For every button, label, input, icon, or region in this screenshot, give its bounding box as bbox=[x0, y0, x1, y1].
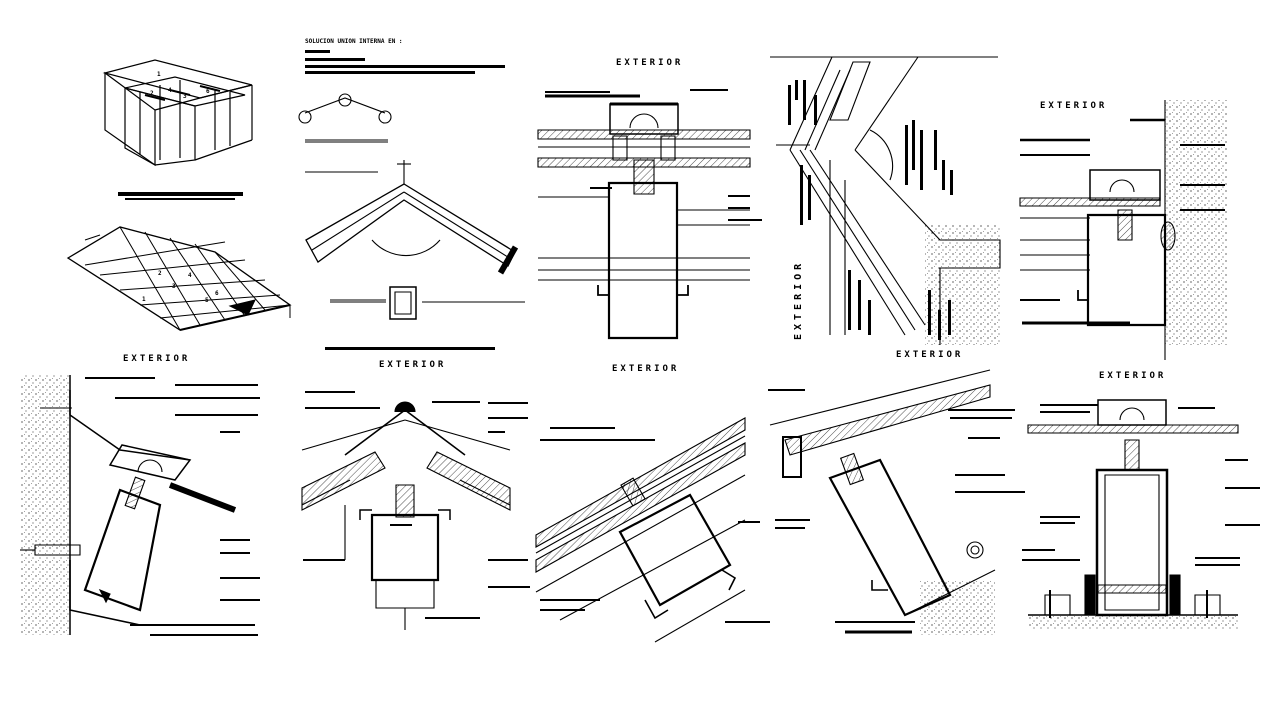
iso-number-2: 2 bbox=[150, 90, 154, 97]
exterior-label-ridge: EXTERIOR bbox=[379, 360, 447, 370]
caption-bar bbox=[125, 198, 235, 200]
detail-diagonal-section bbox=[770, 57, 1000, 345]
exterior-label-base-anchor: EXTERIOR bbox=[1099, 371, 1167, 381]
iso-number-6: 6 bbox=[206, 88, 210, 95]
roof-number-5: 5 bbox=[205, 297, 209, 304]
detail-isometric-enclosure bbox=[105, 60, 252, 165]
roof-number-6: 6 bbox=[215, 290, 219, 297]
exterior-label-diagonal: EXTERIOR bbox=[793, 259, 804, 340]
detail-gutter-section bbox=[768, 370, 1025, 635]
roof-number-3: 3 bbox=[172, 283, 176, 290]
detail-diagonal-callout-bars bbox=[788, 80, 953, 340]
exterior-label-sloped-glazing: EXTERIOR bbox=[612, 364, 680, 374]
detail-wall-junction bbox=[1020, 100, 1227, 360]
iso-number-4: 4 bbox=[168, 87, 172, 94]
detail-ridge-section bbox=[302, 392, 530, 630]
exterior-label-gutter: EXTERIOR bbox=[896, 350, 964, 360]
roof-number-4: 4 bbox=[188, 272, 192, 279]
detail-base-anchor bbox=[1022, 400, 1260, 630]
iso-number-3: 3 bbox=[183, 93, 187, 100]
header-note: SOLUCION UNION INTERNA EN : bbox=[305, 38, 403, 45]
iso-number-1: 1 bbox=[157, 71, 161, 78]
roof-number-1: 1 bbox=[142, 296, 146, 303]
detail-wall-bracket bbox=[20, 375, 260, 635]
caption-bar bbox=[118, 192, 243, 196]
detail-vertical-mullion bbox=[538, 90, 762, 338]
exterior-label-wall-junction: EXTERIOR bbox=[1040, 101, 1108, 111]
detail-roof-perspective bbox=[68, 227, 290, 330]
exterior-label-wall-bracket: EXTERIOR bbox=[123, 354, 191, 364]
exterior-label-mullion: EXTERIOR bbox=[616, 58, 684, 68]
roof-number-2: 2 bbox=[158, 270, 162, 277]
detail-ridge-assembly bbox=[299, 50, 525, 350]
detail-sloped-glazing bbox=[536, 418, 770, 642]
